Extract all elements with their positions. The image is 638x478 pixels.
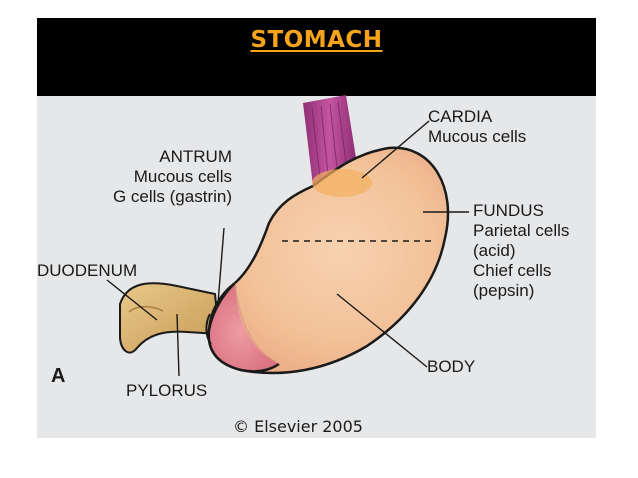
stomach-body [207,146,450,375]
antrum-region [208,283,279,372]
cardia-leader [361,120,430,179]
fundus-label: FUNDUS Parietal cells (acid) Chief cells… [473,201,570,300]
cardia-label: CARDIA Mucous cells [428,107,527,146]
antrum-leader [217,227,225,304]
page-title: STOMACH [250,27,383,53]
esophagus [303,95,356,186]
body-label: BODY [427,357,476,376]
title-bar: STOMACH [37,18,596,96]
duodenum-leader [106,279,158,321]
copyright-notice: © Elsevier 2005 [233,417,363,436]
antrum-label: ANTRUM Mucous cells G cells (gastrin) [112,147,232,206]
duodenum [119,282,220,354]
pylorus-label: PYLORUS [126,381,208,400]
stomach-diagram [106,95,469,377]
slide-panel: STOMACH [37,18,596,438]
pylorus-leader [176,313,180,377]
body-leader [336,293,428,368]
panel-letter: A [51,365,66,387]
duodenum-label: DUODENUM [37,261,138,280]
cardia-region [312,169,372,197]
pylorus [205,313,212,345]
